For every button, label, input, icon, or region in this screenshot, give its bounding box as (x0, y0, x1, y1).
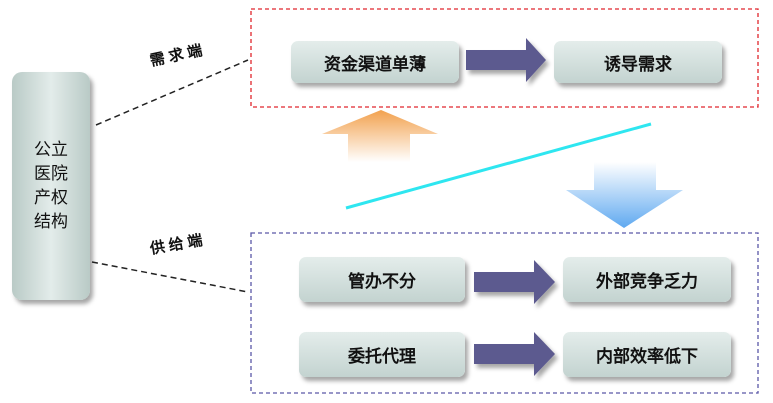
demand-cause-node: 资金渠道单薄 (291, 41, 459, 83)
root-line-2: 医院 (34, 164, 68, 184)
demand-arrow (466, 38, 546, 82)
down-arrow (566, 162, 683, 228)
root-box (12, 72, 90, 300)
supply-arrow-2 (474, 332, 555, 376)
root-label: 公立 医院 产权 结构 (12, 72, 90, 300)
supply-frame (250, 232, 759, 394)
root-line-3: 产权 (34, 188, 68, 208)
demand-connector (95, 59, 249, 126)
supply-effect-node-2: 内部效率低下 (563, 332, 731, 377)
root-line-1: 公立 (34, 140, 68, 160)
divider-line (345, 122, 652, 210)
up-arrow (322, 110, 438, 162)
demand-frame (250, 8, 759, 108)
supply-cause-node-2: 委托代理 (299, 332, 465, 377)
supply-connector (91, 261, 249, 293)
supply-effect-node-1: 外部竞争乏力 (563, 257, 731, 302)
root-line-4: 结构 (34, 212, 68, 232)
supply-cause-node-1: 管办不分 (299, 257, 465, 302)
demand-effect-node: 诱导需求 (554, 41, 722, 83)
supply-arrow-1 (474, 260, 555, 304)
